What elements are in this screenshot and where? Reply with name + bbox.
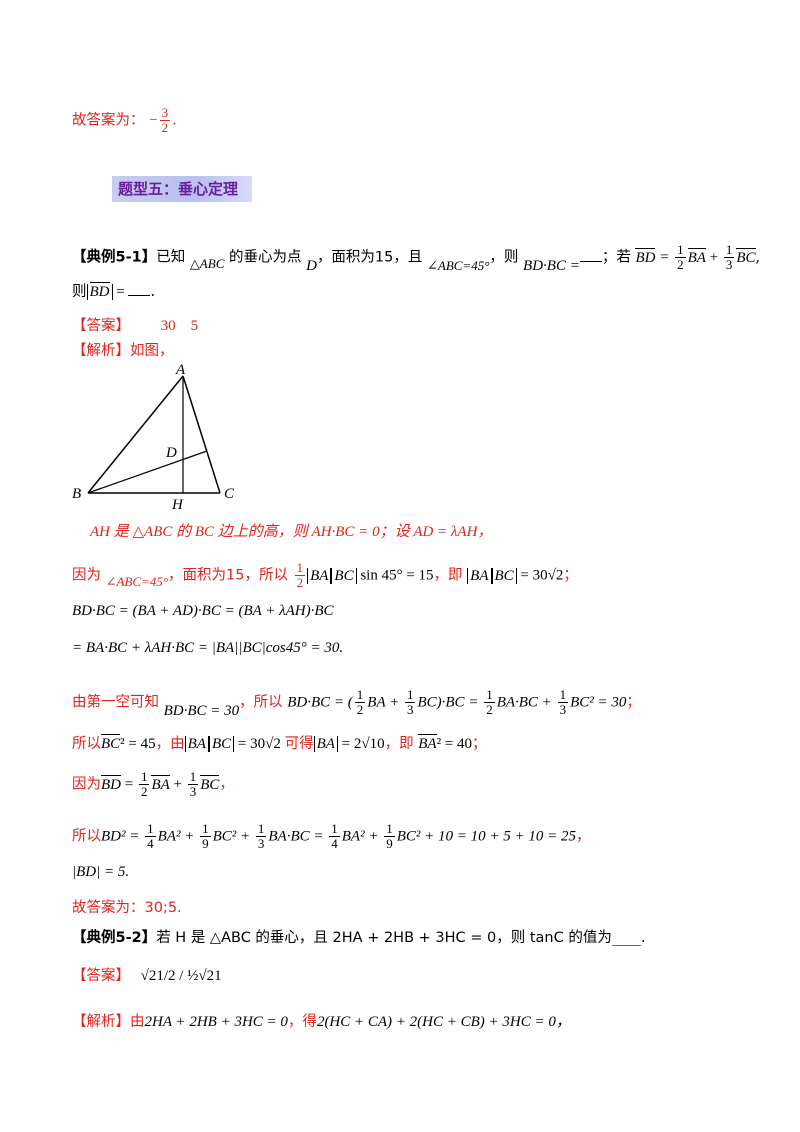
blank-1 bbox=[579, 260, 602, 262]
example-5-1-stem: 【典例5-1】已知 △ABC 的垂心为点 D，面积为15，且 ∠ABC=45°，… bbox=[72, 242, 761, 274]
answer-tag: 【答案】 bbox=[72, 318, 130, 334]
example-5-2-text: 若 H 是 △ABC 的垂心，且 2HA + 2HB + 3HC = 0，则 t… bbox=[156, 930, 612, 946]
solution-line-1: AH 是 △ABC 的 BC 边上的高，则 AH·BC = 0；设 AD = λ… bbox=[90, 522, 492, 542]
angle-abc: ∠ABC=45° bbox=[427, 257, 490, 273]
solution-line-1-text: AH 是 △ABC 的 BC 边上的高，则 AH·BC = 0；设 AD = λ… bbox=[90, 524, 493, 540]
l2-b: ，面积为15，所以 bbox=[168, 567, 288, 584]
l6-c: 可得 bbox=[284, 736, 314, 752]
example-5-2-stem: 【典例5-2】若 H 是 △ABC 的垂心，且 2HA + 2HB + 3HC … bbox=[72, 928, 645, 948]
example-5-2-analysis: 【解析】由2HA + 2HB + 3HC = 0，得2(HC + CA) + 2… bbox=[72, 1012, 571, 1032]
example-5-2-tag: 【典例5-2】 bbox=[72, 930, 157, 946]
l6-b: ，由 bbox=[155, 736, 185, 752]
analysis-tag: 【解析】 bbox=[72, 343, 130, 359]
l5-a: 由第一空可知 bbox=[72, 694, 159, 711]
solution-line-3-text: BD·BC = (BA + AD)·BC = (BA + λAH)·BC bbox=[72, 603, 334, 619]
top-answer-label: 故答案为： bbox=[72, 112, 145, 129]
l5-c: ，所以 bbox=[239, 694, 283, 711]
e2-b: 2HA + 2HB + 3HC = 0 bbox=[144, 1014, 288, 1030]
point-d: D bbox=[306, 257, 317, 274]
example-5-1-tag: 【典例5-1】 bbox=[72, 249, 157, 266]
l6-d: ，即 bbox=[384, 736, 414, 752]
e2-c: ，得 bbox=[287, 1014, 317, 1030]
analysis-text: 如图， bbox=[130, 343, 174, 359]
example-5-2-answer-value: √21/2 / ½√21 bbox=[140, 968, 222, 984]
solution-line-9: |BD| = 5. bbox=[72, 862, 129, 882]
stem-text-c: ，面积为15，且 bbox=[316, 249, 423, 266]
triangle-figure: A B C D H bbox=[72, 362, 235, 512]
stem-text-f: 则 bbox=[72, 284, 87, 300]
e2-d: 2(HC + CA) + 2(HC + CB) + 3HC = 0， bbox=[316, 1014, 571, 1030]
l8-a: 所以 bbox=[72, 828, 101, 845]
example-5-2-answer-tag: 【答案】 bbox=[72, 968, 130, 984]
section-heading: 题型五：垂心定理 bbox=[118, 180, 239, 198]
stem-text-d: ，则 bbox=[489, 249, 519, 266]
solution-line-3: BD·BC = (BA + AD)·BC = (BA + λAH)·BC bbox=[72, 601, 334, 621]
section-heading-background bbox=[112, 176, 252, 202]
final-answer-5-1: 故答案为：30;5. bbox=[72, 898, 182, 918]
example-5-1-analysis-head: 【解析】如图， bbox=[72, 341, 174, 361]
l6-a: 所以 bbox=[72, 736, 101, 752]
label-a: A bbox=[175, 362, 186, 378]
side-ac bbox=[182, 375, 221, 494]
example-5-1-answer: 【答案】 30 5 bbox=[72, 316, 198, 336]
final-answer-text: 故答案为：30;5. bbox=[72, 900, 182, 916]
example-5-2-blank: ____. bbox=[611, 930, 646, 946]
solution-line-4: = BA·BC + λAH·BC = |BA||BC|cos45° = 30. bbox=[72, 638, 343, 658]
example-5-2-answer: 【答案】 √21/2 / ½√21 bbox=[72, 966, 222, 986]
l5-b: BD·BC = 30 bbox=[163, 702, 240, 719]
solution-line-4-text: = BA·BC + λAH·BC = |BA||BC|cos45° = 30. bbox=[72, 640, 344, 656]
l2-c: ，即 bbox=[433, 567, 463, 584]
example-5-2-analysis-tag: 【解析】 bbox=[72, 1014, 130, 1030]
label-b: B bbox=[72, 486, 81, 502]
label-d: D bbox=[165, 445, 177, 461]
label-c: C bbox=[224, 486, 235, 502]
stem-text-b: 的垂心为点 bbox=[228, 249, 302, 266]
label-h: H bbox=[171, 497, 184, 512]
answer-value: 30 5 bbox=[160, 318, 199, 334]
stem-text-e: ；若 bbox=[601, 249, 631, 266]
stem-text-a: 已知 bbox=[156, 249, 186, 266]
l2-angle: ∠ABC=45° bbox=[105, 573, 169, 589]
triangle-abc: △ABC bbox=[189, 255, 225, 271]
side-ab bbox=[87, 375, 184, 494]
l2-a: 因为 bbox=[72, 567, 101, 584]
solution-line-9-text: |BD| = 5. bbox=[72, 864, 130, 880]
blank-2 bbox=[128, 295, 151, 296]
segment-bd bbox=[87, 450, 208, 494]
dot-product-expr: BD·BC = bbox=[523, 257, 580, 274]
e2-a: 由 bbox=[130, 1014, 145, 1030]
l7-a: 因为 bbox=[72, 776, 101, 793]
